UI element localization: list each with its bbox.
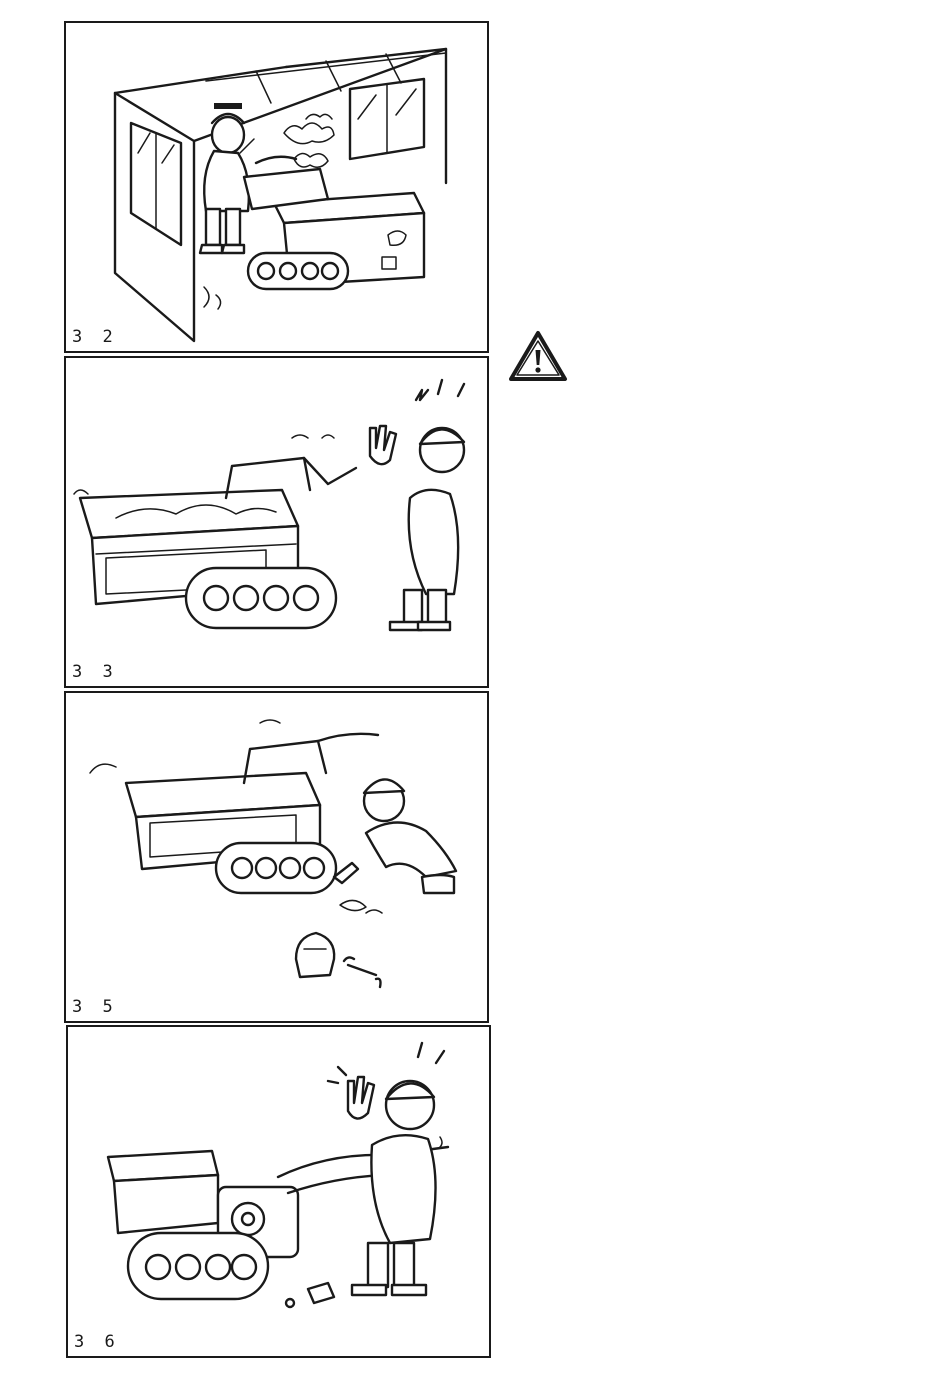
figure-number: 3 5 [72,997,118,1017]
figure-panel-32: 3 2 [64,21,489,353]
figure-number: 3 6 [74,1332,120,1352]
illustration-hot-engine-contact [68,1027,489,1356]
illustration-closed-room-carrier [66,23,487,351]
figure-panel-36: 3 6 [66,1025,491,1358]
figure-number: 3 3 [72,662,118,682]
figure-panel-33: 3 3 [64,356,489,688]
figure-number: 3 2 [72,327,118,347]
figure-panel-35: 3 5 [64,691,489,1023]
warning-triangle-icon [508,330,568,382]
illustration-hot-exhaust-contact [66,358,487,686]
illustration-crawling-near-tracks [66,693,487,1021]
